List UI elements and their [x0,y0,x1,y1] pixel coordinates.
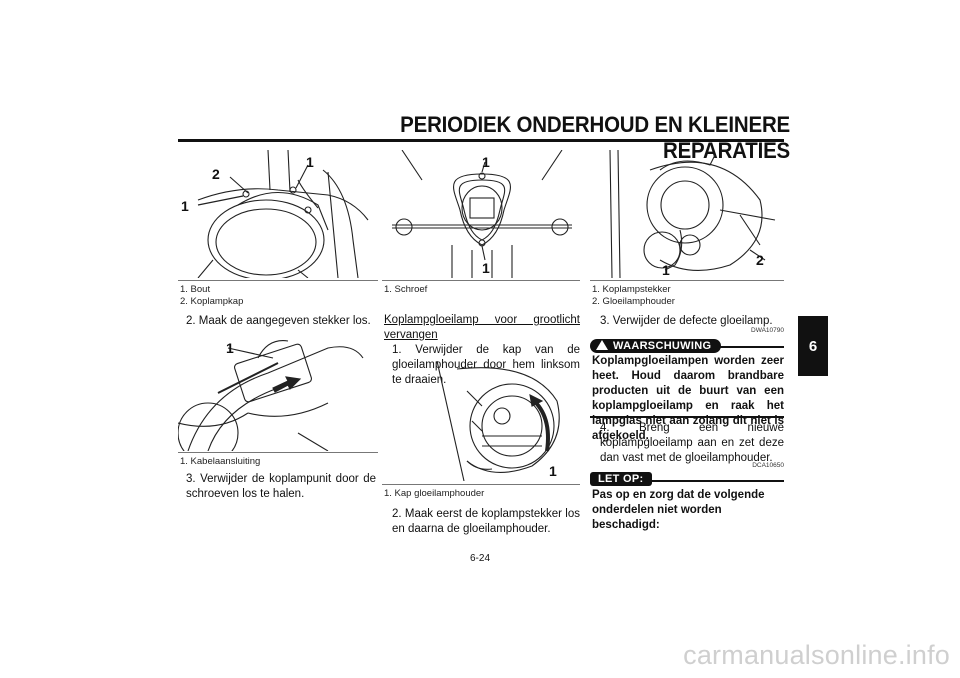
callout-number: 1 [181,198,189,214]
title-rule [178,139,784,142]
callout-number: 2 [756,252,764,268]
figure-caption: 1. Kabelaansluiting [180,456,261,467]
warning-label: WAARSCHUWING [590,336,722,354]
callout-number: 1 [482,260,490,276]
warning-rule [718,346,784,348]
callout-number: 1 [306,154,314,170]
callout-number: 1 [482,154,490,170]
note-code: DCA10650 [752,462,784,469]
warning-icon [596,340,608,350]
callout-number: 2 [212,166,220,182]
figure-headlight-connector: 1 2 [590,150,784,278]
step-text: 2. Maak de aangegeven stekker los. [186,315,371,327]
warning-pill: WAARSCHUWING [590,339,722,353]
callout-number: 1 [662,262,670,278]
figure-cable-connector: 1 [178,333,378,451]
step-text: 3. Verwijder de koplampunit door de schr… [186,473,376,500]
page-number: 6-24 [469,553,490,564]
callout-number: 1 [549,463,557,479]
warning-code: DWA10790 [751,327,784,334]
figure-bulb-holder-cover: 1 [382,361,582,481]
page-title: PERIODIEK ONDERHOUD EN KLEINERE REPARATI… [400,112,790,163]
figure-caption: 1. Schroef [384,284,428,295]
section-heading: Koplampgloeilamp voor grootlicht vervang… [384,314,580,341]
chapter-tab: 6 [798,316,828,376]
caption-rule [382,484,580,485]
caption-rule [178,280,378,281]
note-rule [652,480,784,482]
caption-rule [590,280,784,281]
figure-caption: 1. Koplampstekker [592,284,671,295]
figure-headlight-screws: 1 1 [382,150,582,278]
note-label: LET OP: [590,469,652,487]
caption-rule [382,280,580,281]
caption-rule [178,452,378,453]
note-pill: LET OP: [590,472,652,486]
figure-caption: 2. Gloeilamphouder [592,296,675,307]
step-text: 3. Verwijder de defecte gloeilamp. [600,315,773,327]
figure-caption: 2. Koplampkap [180,296,244,307]
warning-text: Koplampgloeilampen worden zeer heet. Hou… [592,355,784,442]
figure-headlight-cover: 1 2 1 [178,150,378,278]
callout-number: 1 [226,340,234,356]
step-text: 4. Breng een nieuwe koplampgloeilamp aan… [600,422,784,464]
step-text: 2. Maak eerst de koplampstekker los en d… [392,508,580,535]
watermark: carmanualsonline.info [683,640,950,670]
warning-label-text: WAARSCHUWING [613,340,712,352]
warning-bottom-rule [590,416,784,418]
note-text: Pas op en zorg dat de volgende onderdele… [592,489,765,531]
figure-caption: 1. Kap gloeilamphouder [384,488,485,499]
figure-caption: 1. Bout [180,284,211,295]
